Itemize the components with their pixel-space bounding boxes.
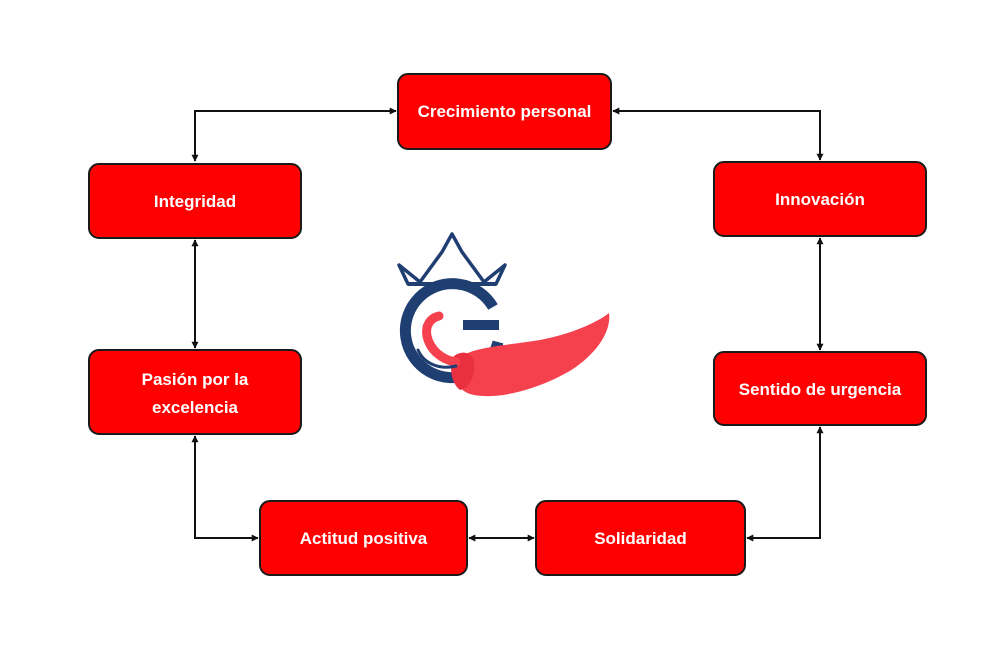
node-label: Actitud positiva — [300, 529, 428, 548]
node-box — [713, 161, 927, 237]
node-innovacion: Innovación — [713, 161, 927, 237]
node-box — [88, 163, 302, 239]
connector-actitud-pasion — [191, 435, 259, 542]
node-box — [713, 351, 927, 426]
node-box — [259, 500, 468, 576]
node-label: Crecimiento personal — [418, 102, 592, 121]
node-pasion-por-la-excelencia: Pasión por la excelencia — [88, 349, 302, 435]
connectors — [191, 107, 824, 542]
node-label: Innovación — [775, 190, 865, 209]
crown-icon — [397, 232, 507, 286]
chili-body — [451, 313, 610, 397]
chili-stem-curl — [416, 348, 458, 369]
node-box — [88, 349, 302, 435]
connector-urgencia-solidaridad — [746, 426, 824, 542]
connector-integridad-crecimiento — [191, 107, 397, 162]
node-sentido-de-urgencia: Sentido de urgencia — [713, 351, 927, 426]
crown-g-chili-logo-icon — [397, 232, 610, 397]
connector-crecimiento-innovacion — [612, 107, 824, 161]
chili-stem — [422, 311, 461, 367]
node-actitud-positiva: Actitud positiva — [259, 500, 468, 576]
node-solidaridad: Solidaridad — [535, 500, 746, 576]
node-box — [535, 500, 746, 576]
node-label-line-1: Pasión por la — [142, 370, 249, 389]
letter-g-bar — [463, 320, 499, 330]
node-label: Sentido de urgencia — [739, 380, 902, 399]
node-label: Solidaridad — [594, 529, 687, 548]
node-label: Integridad — [154, 192, 236, 211]
node-integridad: Integridad — [88, 163, 302, 239]
node-label-line-2: excelencia — [152, 398, 239, 417]
node-crecimiento-personal: Crecimiento personal — [397, 73, 612, 150]
node-box — [397, 73, 612, 150]
